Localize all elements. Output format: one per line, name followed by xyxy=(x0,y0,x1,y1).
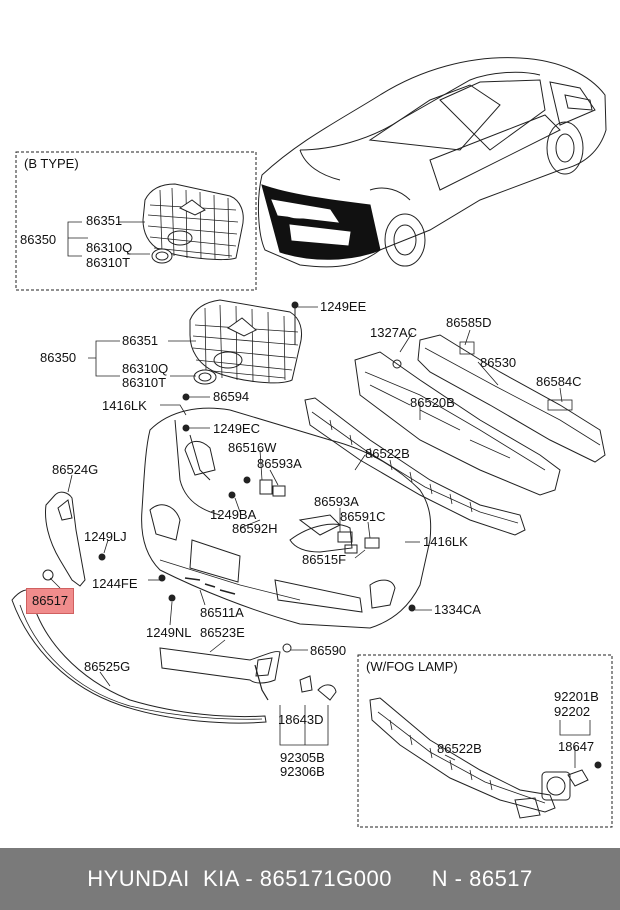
label-92201b: 92201B xyxy=(554,689,599,704)
label-86594: 86594 xyxy=(213,389,250,404)
car-illustration xyxy=(257,57,607,268)
label-86584c: 86584C xyxy=(536,374,582,389)
label-1249ee: 1249EE xyxy=(320,299,367,314)
hardware xyxy=(98,301,416,701)
side-garnish-right xyxy=(159,647,281,701)
energy-absorber xyxy=(354,351,561,496)
label-86523e: 86523E xyxy=(200,625,245,640)
side-bracket-left xyxy=(42,491,86,587)
bumper-cover xyxy=(141,407,432,629)
label-92306b: 92306B xyxy=(280,764,325,779)
footer-text: HYUNDAI KIA - 865171G000 N - 86517 xyxy=(87,866,533,891)
lower-grille xyxy=(304,397,526,536)
label-86530: 86530 xyxy=(480,355,517,370)
main-grille xyxy=(88,299,303,385)
label-86517-highlighted: 86517 xyxy=(26,588,75,614)
label-86591c: 86591C xyxy=(340,509,386,524)
fog-lamp-box xyxy=(357,654,613,828)
part-number-footer: HYUNDAI KIA - 865171G000 N - 86517 xyxy=(0,848,620,910)
label-1249lj: 1249LJ xyxy=(84,529,127,544)
label-92305b: 92305B xyxy=(280,750,325,765)
label-86310q: 86310Q xyxy=(122,361,169,376)
label-86522b-a: 86522B xyxy=(365,446,410,461)
label-b-86310t: 86310T xyxy=(86,255,131,270)
b-type-grille xyxy=(67,183,244,264)
label-18643d: 18643D xyxy=(278,712,324,727)
label-86520b: 86520B xyxy=(410,395,455,410)
label-b-86351: 86351 xyxy=(86,213,123,228)
label-86592h: 86592H xyxy=(232,521,278,536)
label-1416lk-b: 1416LK xyxy=(423,534,468,549)
label-1244fe: 1244FE xyxy=(92,576,138,591)
label-86585d: 86585D xyxy=(446,315,492,330)
label-1249nl: 1249NL xyxy=(146,625,192,640)
label-86350: 86350 xyxy=(40,350,77,365)
fog-lamp-title: (W/FOG LAMP) xyxy=(366,659,458,674)
diagram-drawing xyxy=(11,57,613,828)
label-86593a-b: 86593A xyxy=(314,494,359,509)
label-92202: 92202 xyxy=(554,704,591,719)
label-86511a: 86511A xyxy=(200,605,244,620)
fog-lamp-parts xyxy=(369,697,602,819)
label-1416lk-a: 1416LK xyxy=(102,398,147,413)
label-1334ca: 1334CA xyxy=(434,602,481,617)
bumper-beam xyxy=(417,334,606,463)
label-86516w: 86516W xyxy=(228,440,277,455)
label-fog-86522b: 86522B xyxy=(437,741,482,756)
label-86590: 86590 xyxy=(310,643,347,658)
label-1249ec: 1249EC xyxy=(213,421,260,436)
leader-lines xyxy=(49,306,591,761)
label-86525g: 86525G xyxy=(84,659,131,674)
label-1327ac: 1327AC xyxy=(370,325,417,340)
b-type-box xyxy=(15,151,257,291)
label-86524g: 86524G xyxy=(52,462,99,477)
label-86515f: 86515F xyxy=(302,552,347,567)
parts-diagram: (B TYPE) (W/FOG LAMP) 86351 86350 86310Q… xyxy=(11,57,613,828)
label-86310t: 86310T xyxy=(122,375,167,390)
label-18647: 18647 xyxy=(558,739,595,754)
label-86351: 86351 xyxy=(122,333,159,348)
label-b-86310q: 86310Q xyxy=(86,240,133,255)
label-1249ba: 1249BA xyxy=(210,507,257,522)
label-b-86350: 86350 xyxy=(20,232,57,247)
b-type-title: (B TYPE) xyxy=(24,156,79,171)
label-86593a-a: 86593A xyxy=(257,456,302,471)
